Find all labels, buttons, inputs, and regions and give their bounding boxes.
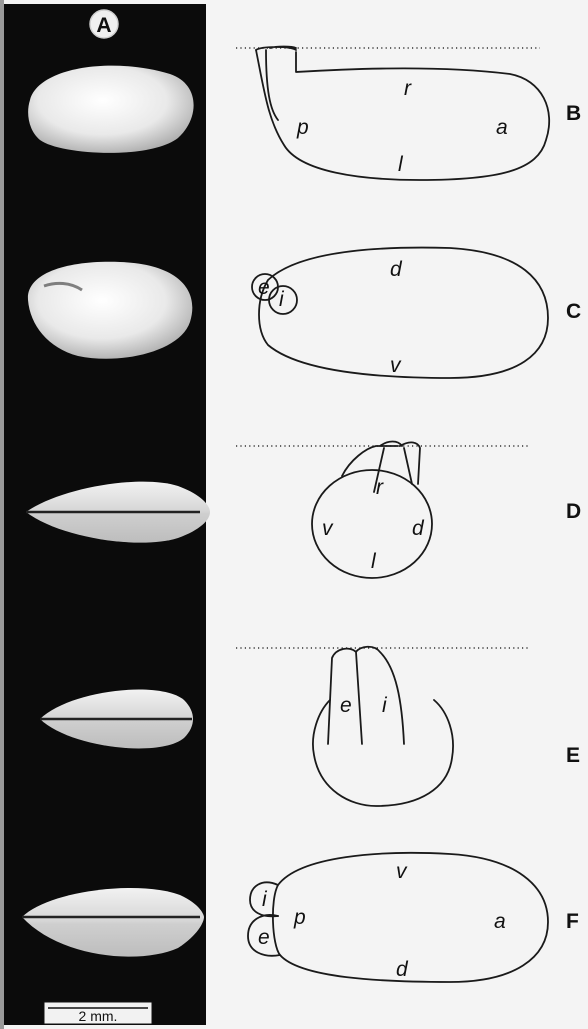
label-f-bottom: d (396, 958, 409, 981)
scale-bar: 2 mm. (44, 1002, 152, 1024)
label-c-top: d (390, 258, 403, 281)
panel-b-label: B (566, 102, 581, 125)
label-b-bottom: l (398, 153, 404, 176)
drawing-e: e i E (236, 647, 580, 806)
label-c-siphon-outer: e (258, 276, 270, 299)
label-d-top: r (376, 476, 384, 499)
photo-panel: A 2 mm. (0, 0, 210, 1029)
scale-bar-label: 2 mm. (79, 1008, 118, 1024)
label-b-left: p (296, 116, 309, 139)
label-d-left: v (322, 517, 334, 540)
drawing-f: v i e p a d F (248, 853, 579, 982)
label-b-right: a (496, 116, 508, 139)
panel-a-label: A (96, 14, 111, 37)
label-b-top: r (404, 77, 412, 100)
panel-c-label: C (566, 300, 581, 323)
label-e-left: e (340, 694, 352, 717)
panel-a-marker: A (90, 10, 118, 38)
shell-outline-c (259, 248, 548, 378)
panel-d-label: D (566, 500, 581, 523)
label-e-right: i (382, 694, 388, 717)
label-f-siphon-upper: i (262, 888, 268, 911)
shell-photo-lateral-1 (28, 66, 193, 153)
panel-e-label: E (566, 744, 580, 767)
label-c-bottom: v (390, 354, 402, 377)
drawing-c: d e i v C (252, 248, 581, 378)
shell-outline-f (273, 853, 548, 982)
label-d-right: d (412, 517, 425, 540)
label-f-right: a (494, 910, 506, 933)
drawing-d: r v d l D (236, 442, 581, 579)
drawing-b: r p a l B (236, 47, 581, 181)
label-f-top: v (396, 860, 408, 883)
label-d-bottom: l (371, 550, 377, 573)
panel-f-label: F (566, 910, 579, 933)
label-c-siphon-inner: i (279, 288, 285, 311)
label-f-siphon-lower: e (258, 926, 270, 949)
label-f-left: p (293, 906, 306, 929)
